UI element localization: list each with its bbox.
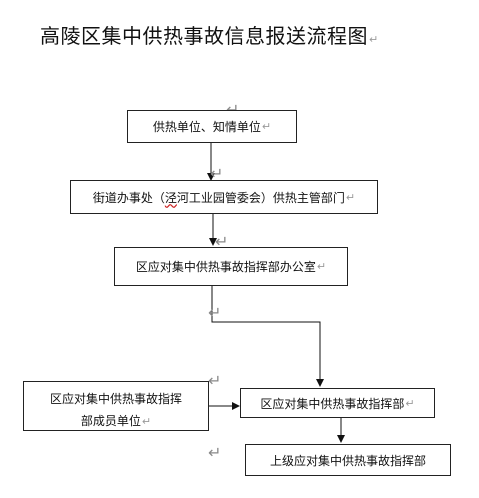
paragraph-mark-icon: ↵ bbox=[208, 443, 222, 462]
node-label-line2-wrap: 部成员单位↵ bbox=[80, 410, 152, 430]
node-reporting-units: 供热单位、知情单位↵ bbox=[127, 110, 297, 143]
diagram-title: 高陵区集中供热事故信息报送流程图↵ bbox=[40, 22, 379, 54]
paragraph-mark-icon: ↵ bbox=[316, 260, 327, 273]
node-label-line1: 区应对集中供热事故指挥 bbox=[49, 392, 182, 406]
paragraph-mark-icon: ↵ bbox=[215, 232, 229, 251]
paragraph-mark-icon: ↵ bbox=[345, 190, 356, 204]
paragraph-mark-icon: ↵ bbox=[208, 371, 222, 390]
node-command-office: 区应对集中供热事故指挥部办公室↵ bbox=[114, 247, 348, 286]
paragraph-mark-icon: ↵ bbox=[369, 33, 379, 46]
title-text: 高陵区集中供热事故信息报送流程图 bbox=[40, 24, 368, 48]
paragraph-mark-icon: ↵ bbox=[261, 120, 272, 133]
node-label: 区应对集中供热事故指挥部 bbox=[260, 396, 405, 411]
node-command-hq: 区应对集中供热事故指挥部↵ bbox=[240, 388, 435, 418]
node-label: 区应对集中供热事故指挥部办公室 bbox=[135, 260, 316, 274]
paragraph-mark-icon: ↵ bbox=[405, 396, 415, 410]
node-subdistrict-office: 街道办事处（泾河工业园管委会）供热主管部门↵ bbox=[70, 180, 378, 214]
node-member-units: 区应对集中供热事故指挥 部成员单位↵ bbox=[23, 381, 209, 431]
node-label: 供热单位、知情单位 bbox=[152, 120, 261, 134]
paragraph-mark-icon: ↵ bbox=[208, 303, 222, 322]
paragraph-mark-icon: ↵ bbox=[141, 415, 152, 428]
node-label-prefix: 街道办事处（ bbox=[92, 190, 165, 205]
spellcheck-flagged-char: 泾 bbox=[164, 190, 177, 205]
node-label-line2: 部成员单位 bbox=[80, 414, 141, 428]
arrow-office-to-hq bbox=[211, 286, 324, 387]
node-superior-command-hq: 上级应对集中供热事故指挥部 bbox=[245, 444, 451, 476]
paragraph-mark-icon: ↵ bbox=[210, 164, 224, 183]
node-label: 上级应对集中供热事故指挥部 bbox=[269, 453, 426, 468]
node-label-suffix: 河工业园管委会）供热主管部门 bbox=[176, 190, 345, 205]
